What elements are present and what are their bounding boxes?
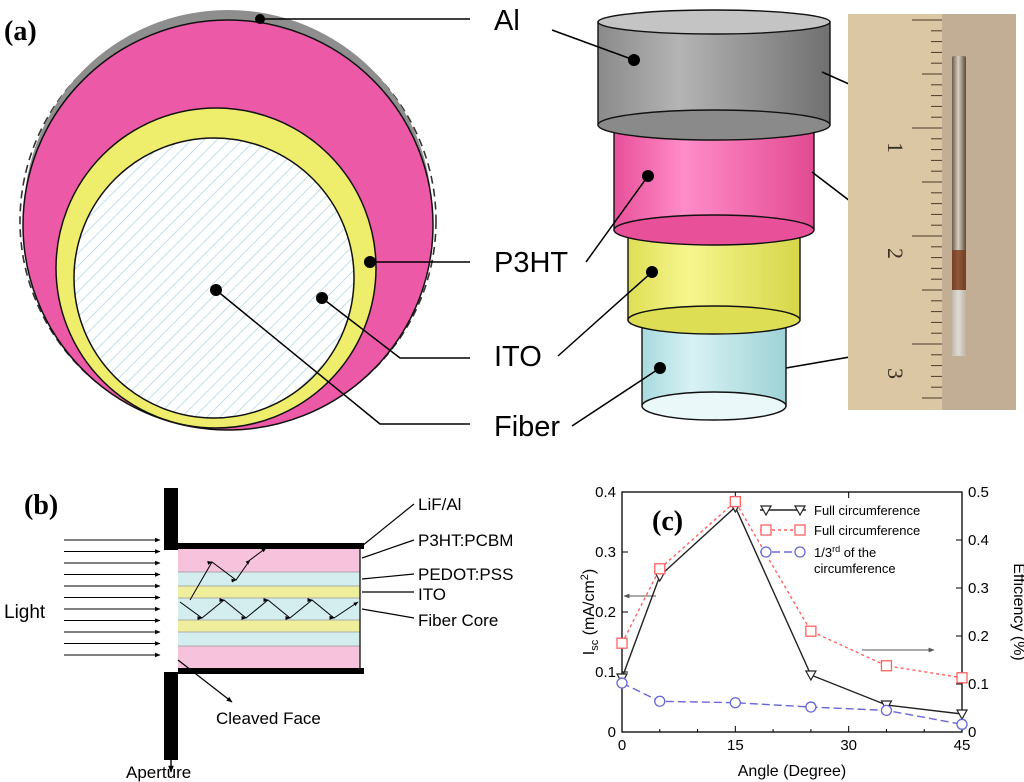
- panel-a-label: (a): [4, 16, 37, 47]
- data-point: [759, 505, 773, 517]
- stacked-cylinder: [551, 9, 950, 427]
- layer-stack: [178, 543, 364, 674]
- data-point: [793, 505, 807, 517]
- y-right-tick-label: 0: [968, 724, 976, 741]
- ruler-mark-1: 1: [883, 142, 908, 153]
- y-right-tick-label: 0.5: [968, 484, 989, 501]
- data-point: [794, 546, 806, 558]
- panel-b: (b) Light: [4, 488, 513, 782]
- guided-ray: [179, 598, 359, 621]
- y-right-axis-label: Efficiency (%): [1010, 563, 1024, 661]
- data-point: [955, 709, 969, 721]
- y-right-tick-label: 0.1: [968, 676, 989, 693]
- leader-lifal: [361, 503, 415, 547]
- y-left-tick-label: 0: [608, 724, 616, 741]
- legend-label: circumference: [814, 561, 896, 576]
- aperture-label: Aperture: [126, 763, 191, 782]
- data-point: [729, 697, 741, 709]
- aperture-wall-bottom: [164, 672, 178, 760]
- data-point: [794, 524, 806, 536]
- cross-section: [19, 10, 470, 431]
- label-p3ht-pcbm: P3HT:PCBM: [418, 531, 513, 550]
- y-left-axis-label: Isc (mA/cm2): [579, 569, 601, 655]
- label-al: Al: [494, 5, 520, 37]
- x-axis-label: Angle (Degree): [738, 763, 847, 780]
- light-arrows: [64, 537, 161, 658]
- fiber-photo: 1 2 3: [848, 14, 1016, 410]
- y-right-tick-label: 0.3: [968, 580, 989, 597]
- leader-pedot: [361, 573, 415, 580]
- x-tick-label: 0: [618, 737, 626, 754]
- label-pedot-pss: PEDOT:PSS: [418, 565, 513, 584]
- data-point: [880, 704, 893, 717]
- label-fiber-core: Fiber Core: [418, 611, 498, 630]
- cleaved-face-arrow: [177, 659, 233, 703]
- series-1: [615, 502, 969, 721]
- data-point: [956, 672, 968, 684]
- data-point: [880, 660, 893, 672]
- aperture-wall-top: [164, 488, 178, 550]
- y-right-tick-label: 0.2: [968, 628, 989, 645]
- escaping-ray: [189, 547, 267, 601]
- series-3: [616, 677, 968, 730]
- panel-c-label: (c): [652, 506, 683, 537]
- light-label: Light: [4, 602, 46, 623]
- ruler-mark-3: 3: [883, 368, 908, 379]
- label-lifal: LiF/Al: [418, 495, 461, 514]
- data-point: [654, 563, 666, 575]
- x-tick-label: 45: [954, 737, 971, 754]
- series-2: [616, 495, 968, 684]
- x-tick-label: 30: [840, 737, 857, 754]
- data-point: [956, 718, 968, 730]
- y-left-tick-label: 0.2: [595, 604, 616, 621]
- ruler-ticks: [912, 19, 942, 399]
- label-fiber: Fiber: [494, 411, 560, 443]
- data-point: [729, 495, 741, 508]
- data-point: [805, 701, 817, 713]
- leader-p3ht: [361, 539, 415, 559]
- y-left-tick-label: 0.4: [595, 484, 616, 501]
- cleaved-face-label: Cleaved Face: [216, 709, 321, 728]
- label-ito: ITO: [494, 341, 542, 373]
- legend-label: 1/3rd of the: [814, 544, 876, 560]
- label-ito-b: ITO: [418, 585, 446, 604]
- fiber-core: [73, 137, 355, 419]
- x-tick-label: 15: [727, 737, 744, 754]
- data-point: [616, 677, 628, 689]
- y-left-tick-label: 0.1: [595, 664, 616, 681]
- leader-core: [361, 608, 415, 619]
- ruler: [848, 14, 942, 410]
- series-line: [621, 500, 963, 679]
- label-p3ht: P3HT: [494, 247, 568, 279]
- ito-leader: [321, 297, 470, 359]
- series-line: [621, 505, 963, 715]
- data-point: [616, 637, 628, 649]
- data-point: [654, 695, 666, 707]
- panel-a: (a) Al P3HT ITO Fiber: [4, 5, 1016, 443]
- data-point: [805, 625, 817, 637]
- data-point: [760, 524, 772, 536]
- fiber-leader: [215, 289, 470, 425]
- data-point: [804, 670, 817, 682]
- y-right-tick-label: 0.4: [968, 532, 989, 549]
- ruler-mark-2: 2: [883, 248, 908, 259]
- legend-label: Full circumference: [814, 523, 920, 538]
- series-line: [621, 682, 963, 726]
- panel-b-label: (b): [24, 490, 58, 521]
- legend-label: Full circumference: [814, 503, 920, 518]
- data-point: [760, 546, 772, 558]
- y-left-tick-label: 0.3: [595, 544, 616, 561]
